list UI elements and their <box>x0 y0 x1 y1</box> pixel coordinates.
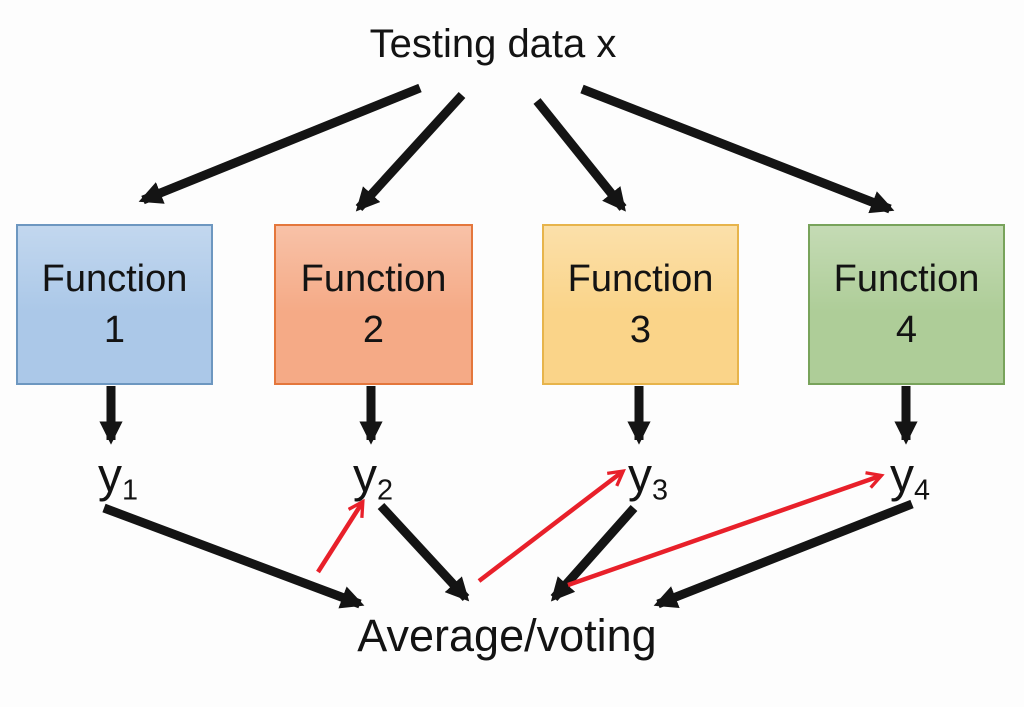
red-arrow-to-y4 <box>567 476 880 588</box>
output-y1: y1 <box>98 448 138 507</box>
function-4-box: Function 4 <box>808 224 1005 385</box>
output-y2-base: y <box>352 449 377 503</box>
function-3-number: 3 <box>629 308 652 351</box>
arrow-y2-to-average <box>377 502 470 602</box>
function-2-number: 2 <box>362 308 385 351</box>
output-y4-base: y <box>889 449 914 503</box>
output-y2-sub: 2 <box>376 474 394 507</box>
output-y1-sub: 1 <box>121 474 139 507</box>
arrow-x-to-function-1 <box>138 83 422 205</box>
output-y4-sub: 4 <box>913 474 931 507</box>
function-1-label: Function <box>41 258 188 301</box>
output-y3-base: y <box>627 449 652 503</box>
testing-data-label: Testing data x <box>369 22 617 66</box>
output-y2: y2 <box>353 448 393 507</box>
function-1-number: 1 <box>103 308 126 351</box>
average-voting-label: Average/voting <box>357 610 657 661</box>
output-y3-sub: 3 <box>651 474 669 507</box>
arrow-x-to-function-2 <box>355 91 466 212</box>
red-arrow-to-y2 <box>316 503 362 574</box>
arrow-y3-to-average <box>550 505 638 602</box>
output-y3: y3 <box>628 448 668 507</box>
function-1-box: Function 1 <box>16 224 213 385</box>
function-3-box: Function 3 <box>542 224 739 385</box>
function-4-label: Function <box>833 258 980 301</box>
output-y4: y4 <box>890 448 930 507</box>
output-y1-base: y <box>97 449 122 503</box>
function-2-box: Function 2 <box>274 224 473 385</box>
function-2-label: Function <box>300 258 447 301</box>
red-arrow-to-y3 <box>477 472 622 583</box>
arrow-x-to-function-3 <box>533 98 627 212</box>
arrow-x-to-function-4 <box>580 84 895 214</box>
function-3-label: Function <box>567 258 714 301</box>
arrow-y4-to-average <box>653 499 914 609</box>
arrow-y1-to-average <box>102 503 365 609</box>
function-4-number: 4 <box>895 308 918 351</box>
